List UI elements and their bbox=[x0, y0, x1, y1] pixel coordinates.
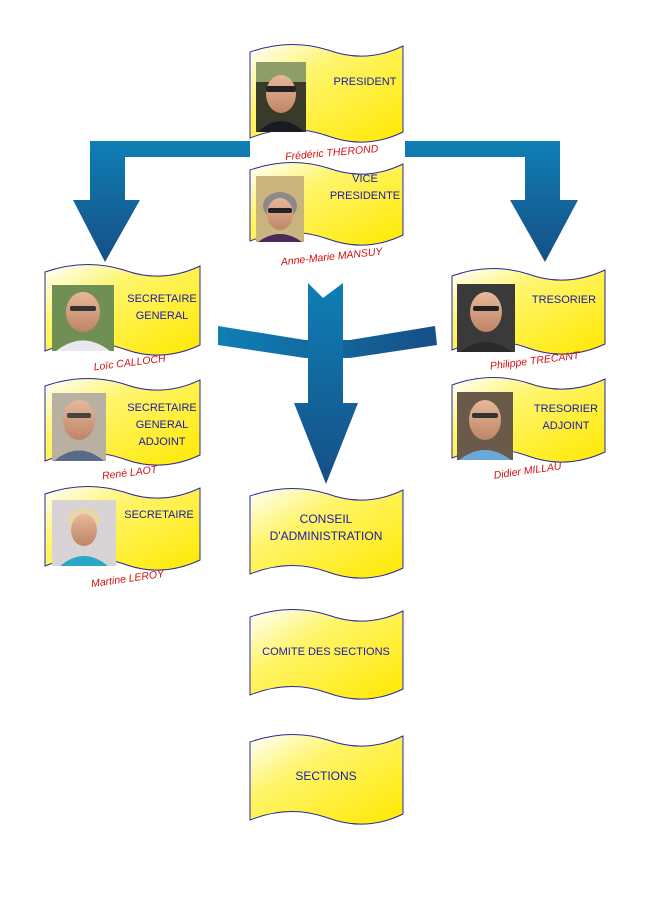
card-comite: COMITE DES SECTIONS bbox=[249, 608, 404, 700]
card-secretaire-general-adjoint: SECRETAIRE GENERAL ADJOINT René LAOT bbox=[44, 378, 201, 482]
photo-secretaire-general-adjoint bbox=[52, 393, 106, 461]
card-secretaire-general: SECRETAIRE GENERAL Loïc CALLOCH bbox=[44, 264, 201, 374]
role-tresorier-0: TRESORIER bbox=[532, 294, 596, 306]
label-comite-0: COMITE DES SECTIONS bbox=[262, 646, 390, 658]
card-tresorier: TRESORIER Philippe TRECANT bbox=[451, 267, 606, 372]
arrow-to-conseil bbox=[294, 283, 358, 484]
role-vice-presidente-0: VICE bbox=[352, 173, 378, 185]
role-president-0: PRESIDENT bbox=[334, 76, 397, 88]
role-tresorier-adjoint-1: ADJOINT bbox=[542, 420, 589, 432]
role-vice-presidente-1: PRESIDENTE bbox=[330, 190, 400, 202]
name-secretaire-general: Loïc CALLOCH bbox=[93, 353, 167, 374]
photo-tresorier bbox=[457, 284, 515, 352]
card-shape bbox=[249, 608, 404, 700]
name-vice-presidente: Anne-Marie MANSUY bbox=[279, 246, 384, 269]
photo-tresorier-adjoint bbox=[457, 392, 513, 460]
photo-secretaire-general bbox=[52, 285, 114, 351]
card-secretaire: SECRETAIRE Martine LEROY bbox=[44, 486, 201, 590]
name-secretaire: Martine LEROY bbox=[90, 568, 165, 590]
label-conseil-1: D'ADMINISTRATION bbox=[270, 529, 383, 543]
label-conseil-0: CONSEIL bbox=[300, 512, 353, 526]
arrow-to-treasury bbox=[405, 141, 578, 262]
connector-arrows bbox=[73, 141, 578, 484]
name-secretaire-general-adjoint: René LAOT bbox=[101, 463, 159, 482]
role-secretaire-general-1: GENERAL bbox=[136, 310, 189, 322]
label-sections-0: SECTIONS bbox=[295, 769, 356, 783]
card-conseil: CONSEIL D'ADMINISTRATION bbox=[249, 487, 404, 579]
photo-vice-presidente bbox=[256, 176, 304, 242]
role-secretaire-general-adjoint-0: SECRETAIRE bbox=[127, 402, 196, 414]
name-tresorier-adjoint: Didier MILLAU bbox=[493, 460, 563, 481]
role-secretaire-general-adjoint-1: GENERAL bbox=[136, 419, 189, 431]
role-secretaire-0: SECRETAIRE bbox=[124, 509, 193, 521]
role-secretaire-general-adjoint-2: ADJOINT bbox=[138, 436, 185, 448]
role-tresorier-adjoint-0: TRESORIER bbox=[534, 403, 598, 415]
name-president: Frédéric THEROND bbox=[285, 143, 379, 163]
arrow-to-secretariat bbox=[73, 141, 250, 262]
card-president: PRESIDENT Frédéric THEROND bbox=[249, 43, 404, 163]
card-vice-presidente: VICE PRESIDENTE Anne-Marie MANSUY bbox=[249, 161, 404, 269]
card-sections: SECTIONS bbox=[249, 733, 404, 825]
photo-secretaire bbox=[52, 500, 116, 566]
card-tresorier-adjoint: TRESORIER ADJOINT Didier MILLAU bbox=[451, 376, 606, 482]
card-shape bbox=[249, 487, 404, 579]
role-secretaire-general-0: SECRETAIRE bbox=[127, 293, 196, 305]
photo-president bbox=[256, 62, 306, 132]
name-tresorier: Philippe TRECANT bbox=[489, 349, 581, 372]
card-shape bbox=[249, 733, 404, 825]
